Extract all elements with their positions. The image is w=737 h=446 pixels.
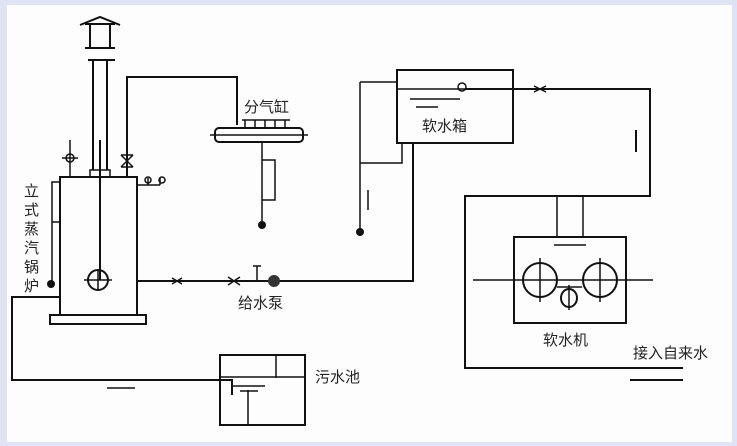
svg-text:汽: 汽 [24, 239, 39, 257]
sewage-pool-label: 污水池 [315, 368, 360, 386]
tap-water-inlet-label: 接入自来水 [633, 344, 708, 362]
svg-text:炉: 炉 [24, 277, 39, 295]
feed-water-line [137, 142, 414, 287]
steam-valve-icon [120, 154, 134, 168]
boiler-label: 立 式 蒸 汽 锅 炉 [24, 182, 39, 295]
vertical-steam-boiler [47, 140, 166, 325]
sewage-pool [11, 296, 306, 426]
svg-text:立: 立 [24, 182, 39, 200]
soft-water-tank [356, 69, 514, 236]
svg-text:锅: 锅 [24, 258, 39, 276]
steam-pipe [126, 76, 238, 177]
svg-text:蒸: 蒸 [24, 220, 39, 238]
svg-text:式: 式 [24, 201, 39, 219]
softener-label: 软水机 [543, 331, 588, 349]
water-softener [473, 196, 653, 324]
feed-pump-label: 给水泵 [238, 294, 283, 312]
chimney [79, 15, 121, 280]
soft-water-tank-label: 软水箱 [422, 117, 467, 135]
steam-header [210, 119, 308, 229]
steam-header-label: 分气缸 [244, 98, 289, 116]
